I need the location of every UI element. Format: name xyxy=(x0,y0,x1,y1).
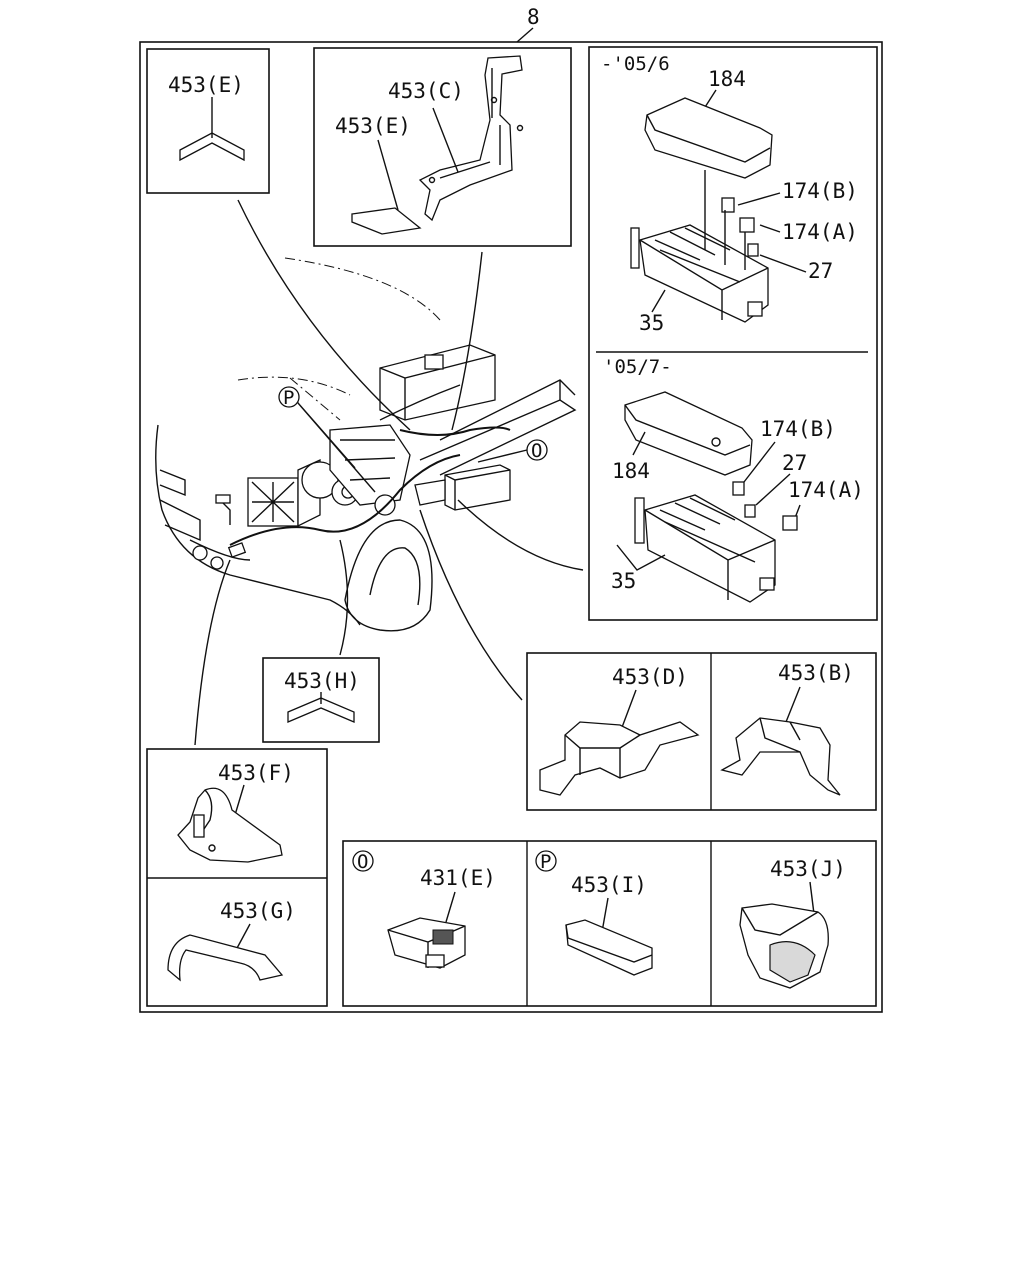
label-453g: 453(G) xyxy=(220,899,296,923)
bracket-453b xyxy=(720,717,841,796)
fuse-early-relay-b-label: 174(B) xyxy=(782,179,858,203)
fuse-early-base-label: 35 xyxy=(639,311,664,335)
label-453f: 453(F) xyxy=(218,761,294,785)
label-431e: 431(E) xyxy=(420,866,496,890)
label-453j: 453(J) xyxy=(770,857,846,881)
fuse-late-base xyxy=(634,494,776,603)
fuse-early-cover xyxy=(644,97,773,179)
callout-p-box xyxy=(535,850,557,872)
fuse-early-cover-label: 184 xyxy=(708,67,746,91)
label-453i: 453(I) xyxy=(571,873,647,897)
fuse-early-base xyxy=(630,224,769,323)
svg-text:O: O xyxy=(531,440,542,462)
fuse-early-relay-a-label: 174(A) xyxy=(782,220,858,244)
bracket-453c xyxy=(418,55,524,222)
fuse-early-fuse-label: 27 xyxy=(808,259,833,283)
svg-text:P: P xyxy=(283,387,294,409)
label-453b: 453(B) xyxy=(778,661,854,685)
bracket-453f xyxy=(177,787,283,863)
cover-453j xyxy=(739,903,829,989)
label-453e-mid: 453(E) xyxy=(335,114,411,138)
callout-p xyxy=(278,386,300,408)
cover-453g xyxy=(167,934,284,982)
label-453e-top: 453(E) xyxy=(168,73,244,97)
fuse-late-cover xyxy=(624,391,753,476)
fuse-late-base-label: 35 xyxy=(611,569,636,593)
bracket-453d xyxy=(539,721,700,796)
box-453e-top xyxy=(146,48,270,194)
fuse-late-relay-b-label: 174(B) xyxy=(760,417,836,441)
label-453d: 453(D) xyxy=(612,665,688,689)
outer-frame xyxy=(139,41,883,1013)
fuse-late-relay-a-label: 174(A) xyxy=(788,478,864,502)
fuse-late-cover-label: 184 xyxy=(612,459,650,483)
fuse-early-range: -'05/6 xyxy=(601,53,670,75)
connector-431e xyxy=(387,917,466,969)
svg-text:O: O xyxy=(357,851,368,873)
label-453h: 453(H) xyxy=(284,669,360,693)
engine-bay-illustration xyxy=(155,257,577,632)
page-number: 8 xyxy=(527,5,540,29)
fuse-late-fuse-label: 27 xyxy=(782,451,807,475)
svg-text:P: P xyxy=(540,851,551,873)
bracket-453e-mid xyxy=(351,207,422,235)
label-453c: 453(C) xyxy=(388,79,464,103)
leader-e1 xyxy=(237,199,411,431)
callout-o-box xyxy=(352,850,374,872)
fuse-late-range: '05/7- xyxy=(603,356,672,378)
